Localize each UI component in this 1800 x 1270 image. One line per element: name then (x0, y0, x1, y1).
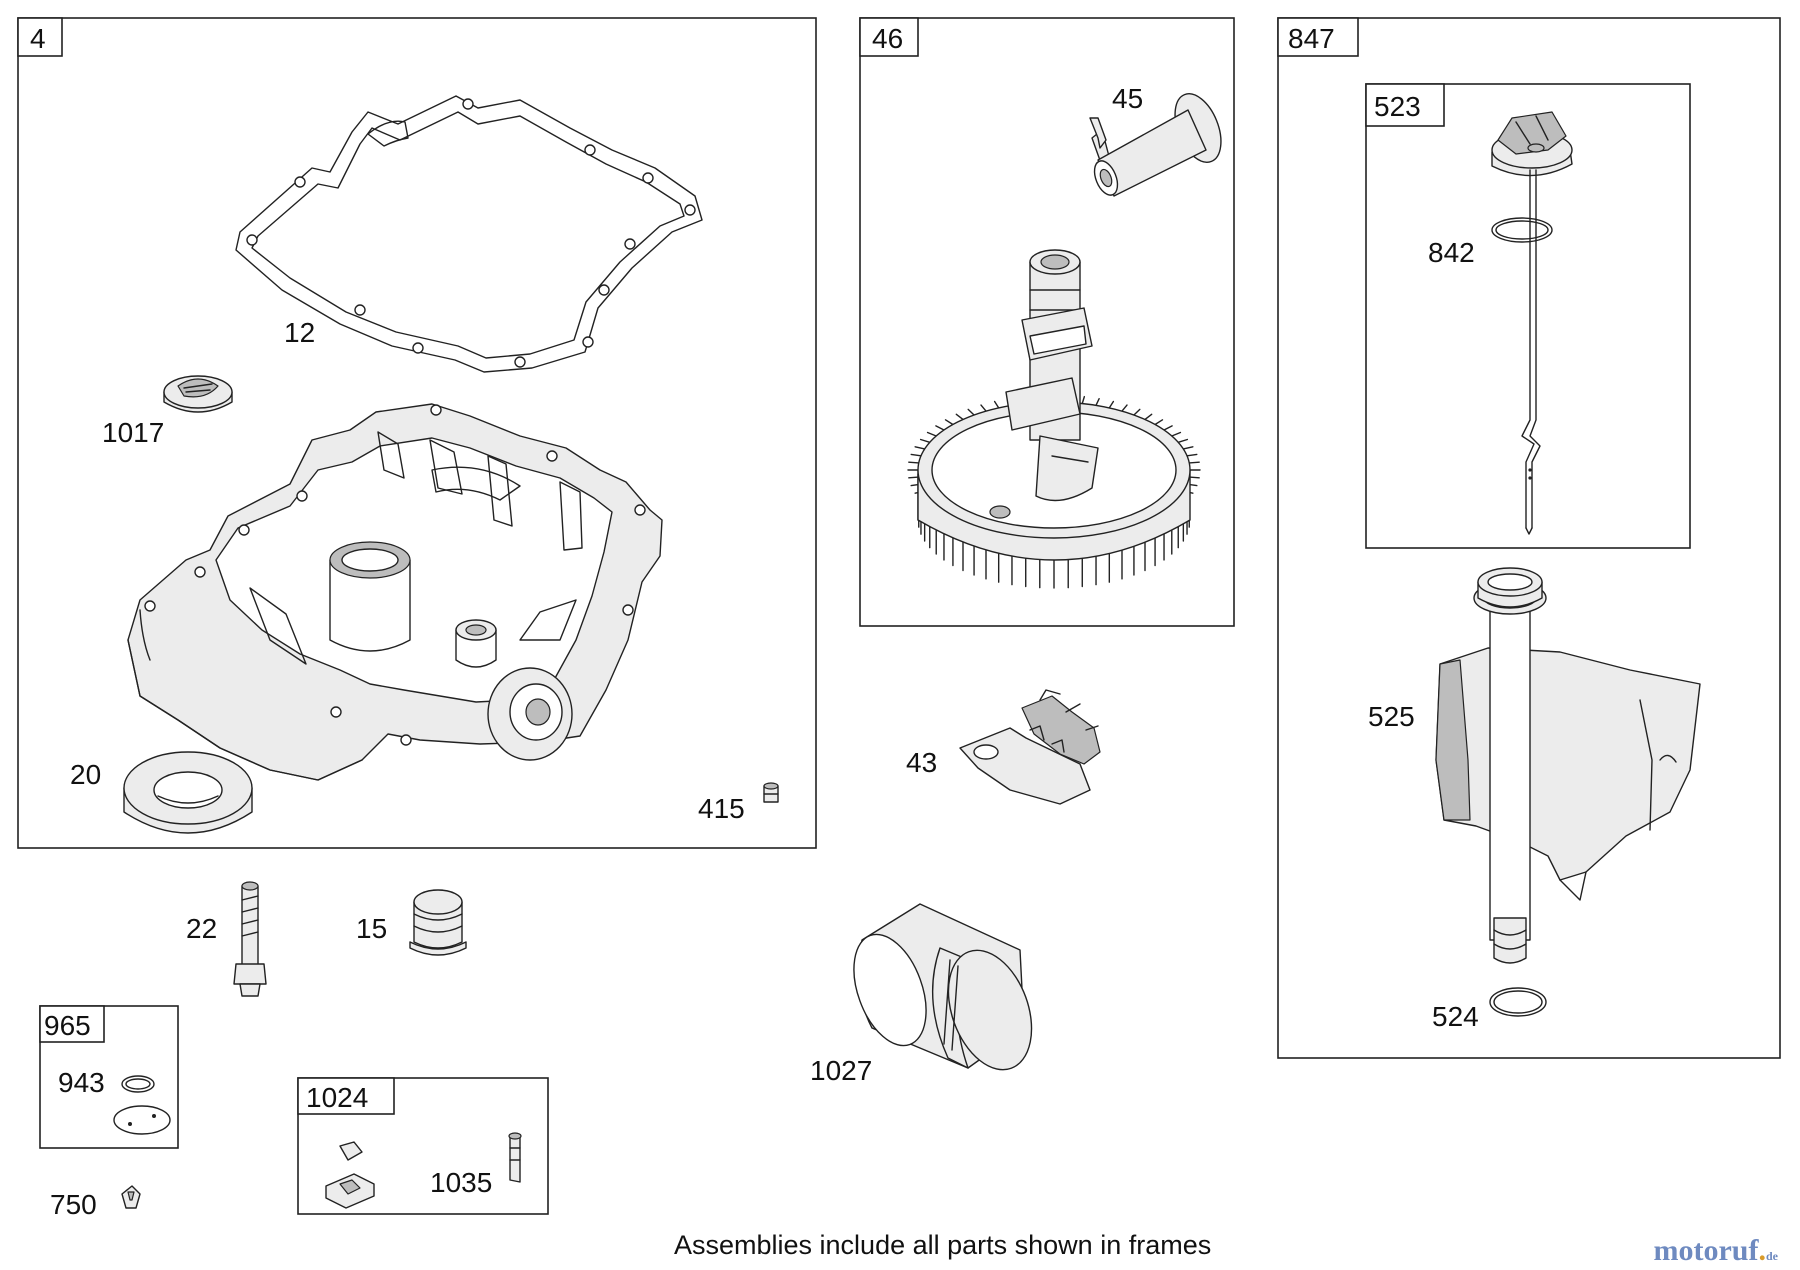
gear-tooth (1121, 404, 1128, 412)
gear-tooth (1188, 461, 1200, 464)
gear-tooth (1186, 453, 1198, 457)
caption: Assemblies include all parts shown in fr… (674, 1230, 1211, 1260)
gear-tooth (1081, 395, 1086, 405)
label-842: 842 (1428, 237, 1475, 268)
gear-tooth (919, 438, 931, 444)
oil-seal-part-20: 20 (70, 751, 253, 834)
gear-tooth (914, 446, 926, 450)
fill-tube-part-525: 525 (1368, 567, 1701, 964)
screw-part-750: 750 (50, 1185, 141, 1220)
gear-tooth (993, 400, 1000, 409)
svg-text:965: 965 (44, 1010, 91, 1041)
gear-tooth (935, 425, 945, 431)
valve-part-1024 (325, 1141, 375, 1209)
gear-tooth (1095, 397, 1100, 407)
svg-text:4: 4 (30, 23, 46, 54)
gear-tooth (1154, 419, 1164, 426)
svg-text:46: 46 (872, 23, 903, 54)
cap-part-1017: 1017 (102, 375, 233, 448)
tappet-part-45: 45 (1089, 83, 1222, 197)
gear-tooth (1144, 413, 1153, 421)
label-943: 943 (58, 1067, 105, 1098)
svg-text:847: 847 (1288, 23, 1335, 54)
gear-tooth (1182, 446, 1194, 450)
label-750: 750 (50, 1189, 97, 1220)
seal-part-943: 943 (58, 1067, 171, 1135)
gear-tooth (955, 413, 964, 421)
label-1035: 1035 (430, 1167, 492, 1198)
dipstick-part-523 (1491, 111, 1573, 535)
frame-965: 965 (39, 1005, 179, 1149)
gear-tooth (1188, 476, 1200, 479)
label-524: 524 (1432, 1001, 1479, 1032)
gear-tooth (910, 453, 922, 457)
svg-text:523: 523 (1374, 91, 1421, 122)
bolt-part-22: 22 (186, 881, 267, 997)
plug-part-15: 15 (356, 889, 467, 956)
label-1017: 1017 (102, 417, 164, 448)
crankcase-cover-body (127, 403, 663, 781)
gear-tooth (908, 476, 920, 479)
label-12: 12 (284, 317, 315, 348)
gear-tooth (1108, 400, 1115, 409)
oil-filter-part-1027: 1027 (810, 903, 1033, 1086)
label-525: 525 (1368, 701, 1415, 732)
governor-part-43: 43 (906, 689, 1101, 805)
label-43: 43 (906, 747, 937, 778)
watermark-logo: motoruf.de (1653, 1234, 1778, 1267)
o-ring-part-524: 524 (1432, 987, 1547, 1032)
frame-523: 523 (1365, 83, 1691, 549)
camshaft-gear (907, 249, 1201, 589)
frame-46: 46 (859, 17, 1235, 627)
watermark-tld: de (1766, 1249, 1778, 1263)
watermark-main: motoruf (1653, 1234, 1759, 1267)
gear-tooth (926, 431, 937, 437)
label-45: 45 (1112, 83, 1143, 114)
frame-847: 847 (1277, 17, 1781, 1059)
label-15: 15 (356, 913, 387, 944)
gear-tooth (1163, 425, 1173, 431)
gear-tooth (1177, 438, 1189, 444)
frame-1024: 1024 (297, 1077, 549, 1215)
frame-4: 4 (17, 17, 817, 849)
o-ring-part-842: 842 (1428, 217, 1553, 268)
gear-tooth (1171, 431, 1182, 437)
gear-tooth (967, 408, 975, 416)
svg-text:1024: 1024 (306, 1082, 368, 1113)
gasket-part-12: 12 (235, 95, 703, 373)
gear-tooth (980, 404, 987, 412)
label-1027: 1027 (810, 1055, 872, 1086)
plug-part-415: 415 (698, 782, 779, 824)
label-415: 415 (698, 793, 745, 824)
gear-tooth (1133, 408, 1141, 416)
pin-part-1035: 1035 (430, 1132, 522, 1198)
label-22: 22 (186, 913, 217, 944)
label-20: 20 (70, 759, 101, 790)
gear-tooth (944, 419, 954, 426)
gear-tooth (908, 461, 920, 464)
